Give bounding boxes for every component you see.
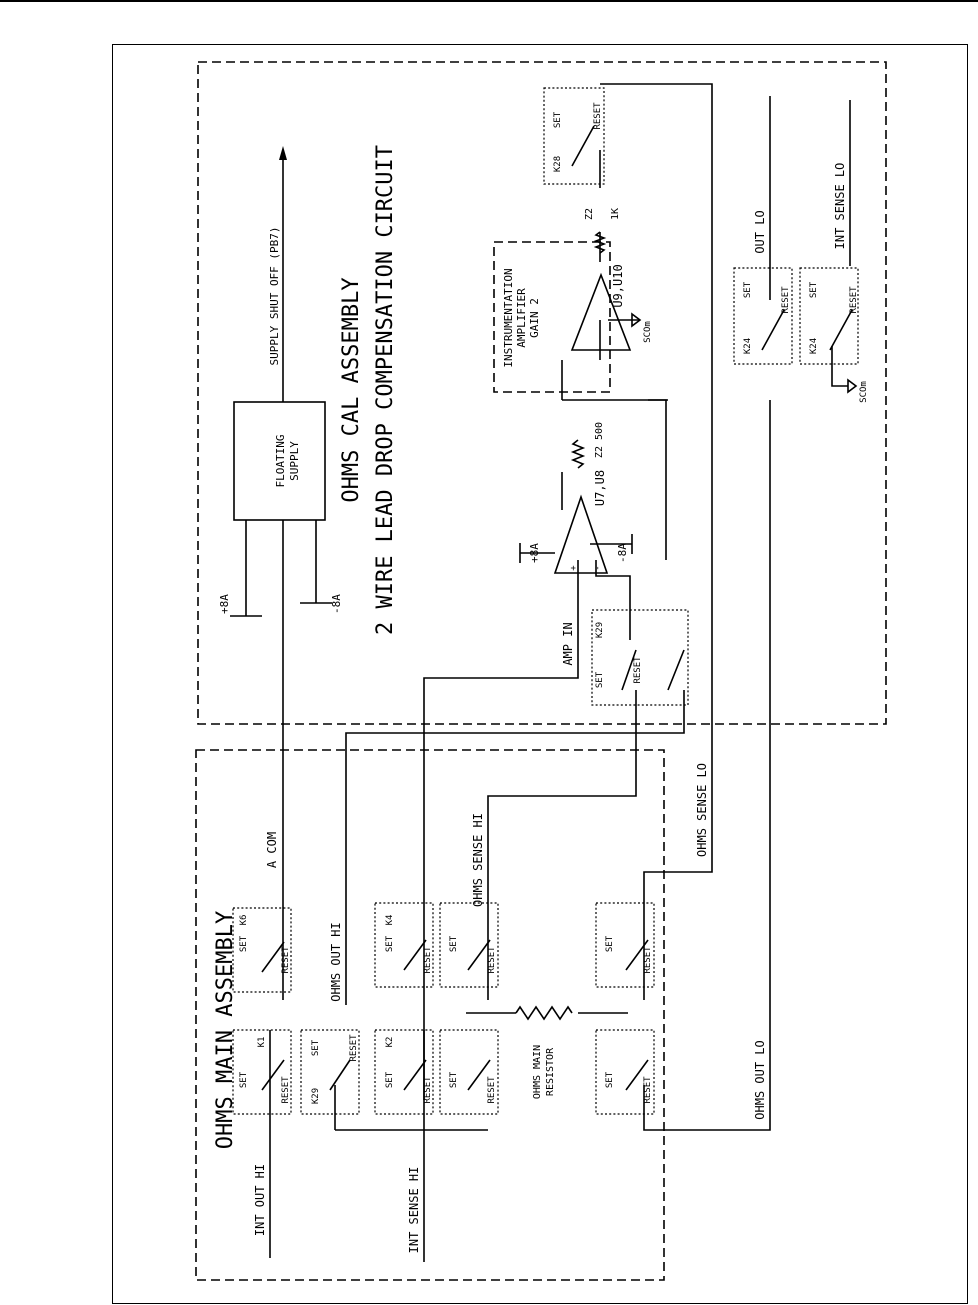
svg-text:SET: SET [311, 1039, 321, 1056]
label-inst-amp-2: AMPLIFIER [515, 288, 528, 348]
ohms-cal-assembly-outline [197, 61, 887, 725]
scom-ground-2 [847, 378, 858, 394]
svg-text:SET: SET [385, 1071, 395, 1088]
svg-text:SET: SET [385, 935, 395, 952]
scom-ground-1 [631, 312, 642, 328]
amplifier-u7-u8 [553, 494, 609, 574]
label-minus8a-amp: -8A [616, 543, 629, 563]
svg-text:SET: SET [743, 281, 753, 298]
svg-text:RESET: RESET [633, 656, 643, 684]
floating-supply-label-2: SUPPLY [288, 441, 301, 481]
svg-text:SET: SET [239, 1071, 249, 1088]
svg-text:SET: SET [239, 935, 249, 952]
relay-k6-label: K6 [239, 915, 249, 926]
label-inst-amp-1: INSTRUMENTATION [502, 268, 515, 367]
label-amp-in: AMP IN [561, 622, 575, 665]
svg-text:RESET: RESET [593, 102, 603, 130]
label-ohms-sense-hi: OHMS SENSE HI [471, 813, 485, 907]
label-main-resistor-1: OHMS MAIN [532, 1045, 543, 1099]
page-top-rule [0, 0, 978, 2]
wiring [230, 83, 851, 1262]
label-ohms-sense-lo: OHMS SENSE LO [695, 763, 709, 857]
amplifier-u9-u10 [570, 272, 632, 351]
svg-text:RESET: RESET [281, 1076, 291, 1104]
svg-text:RESET: RESET [487, 1076, 497, 1104]
relay-contacts [261, 125, 853, 1091]
label-z2: Z2 [584, 208, 595, 220]
relay-k28-label: K28 [553, 156, 563, 172]
label-out-lo: OUT LO [753, 210, 767, 253]
figure-frame [112, 44, 968, 1304]
label-scom-2: SCOm [859, 381, 869, 403]
svg-text:RESET: RESET [781, 286, 791, 314]
label-u7-u8: U7,U8 [593, 470, 607, 506]
label-amp-plus: + [569, 565, 579, 571]
label-u9-u10: U9,U10 [611, 264, 625, 307]
ohms-cal-assembly-title: OHMS CAL ASSEMBLY [339, 277, 364, 502]
svg-text:SET: SET [553, 111, 563, 128]
relay-k1-label: K1 [257, 1037, 267, 1048]
ohms-cal-assembly-subtitle: 2 WIRE LEAD DROP COMPENSATION CIRCUIT [373, 145, 398, 635]
resistor-500 [570, 439, 586, 469]
label-ohms-out-hi: OHMS OUT HI [329, 922, 343, 1001]
label-supply-shut-off: SUPPLY SHUT OFF (PB7) [268, 226, 281, 365]
relay-k29-main-label: K29 [311, 1088, 321, 1104]
label-a-com: A COM [265, 832, 279, 868]
arrow-icon [279, 146, 287, 160]
svg-text:RESET: RESET [487, 946, 497, 974]
svg-text:RESET: RESET [849, 286, 859, 314]
label-main-resistor-2: RESISTOR [545, 1047, 556, 1096]
ohms-main-resistor [515, 1005, 573, 1021]
label-int-out-hi: INT OUT HI [253, 1164, 267, 1236]
relay-k24-b-label: K24 [809, 338, 819, 354]
svg-text:RESET: RESET [643, 946, 653, 974]
label-ohms-out-lo: OHMS OUT LO [753, 1040, 767, 1119]
floating-supply-box [233, 401, 326, 521]
relay-k2-label: K2 [385, 1037, 395, 1048]
relay-k24-a-label: K24 [743, 338, 753, 354]
label-minus8a-supply: -8A [330, 594, 343, 614]
svg-text:RESET: RESET [643, 1076, 653, 1104]
svg-text:RESET: RESET [423, 1076, 433, 1104]
svg-text:SET: SET [595, 671, 605, 688]
svg-text:SET: SET [605, 1071, 615, 1088]
label-plus8a-amp: +8A [528, 543, 541, 563]
set-reset-labels: SET RESET SET RESET SET RESET SET RESET … [239, 102, 859, 1104]
label-z2-500: Z2 500 [594, 422, 605, 458]
relay-k4-label: K4 [385, 915, 395, 926]
relay-k29-cal-label: K29 [595, 622, 605, 638]
label-1k: 1K [610, 208, 621, 220]
svg-text:SET: SET [449, 1071, 459, 1088]
svg-text:RESET: RESET [423, 946, 433, 974]
svg-text:RESET: RESET [281, 946, 291, 974]
label-amp-minus: - [593, 565, 603, 570]
label-int-sense-lo: INT SENSE LO [833, 163, 847, 250]
label-inst-amp-3: GAIN 2 [528, 298, 541, 338]
label-scom-1: SCOm [643, 321, 653, 343]
ohms-main-assembly-outline [195, 749, 665, 1281]
svg-text:SET: SET [449, 935, 459, 952]
label-int-sense-hi: INT SENSE HI [407, 1167, 421, 1254]
svg-text:SET: SET [809, 281, 819, 298]
svg-text:RESET: RESET [349, 1034, 359, 1062]
svg-text:SET: SET [605, 935, 615, 952]
label-plus8a-supply: +8A [218, 594, 231, 614]
relay-boxes [232, 87, 859, 1115]
instrumentation-amplifier-box [493, 241, 611, 393]
ohms-main-assembly-title: OHMS MAIN ASSEMBLY [213, 911, 238, 1149]
floating-supply-label-1: FLOATING [274, 435, 287, 488]
